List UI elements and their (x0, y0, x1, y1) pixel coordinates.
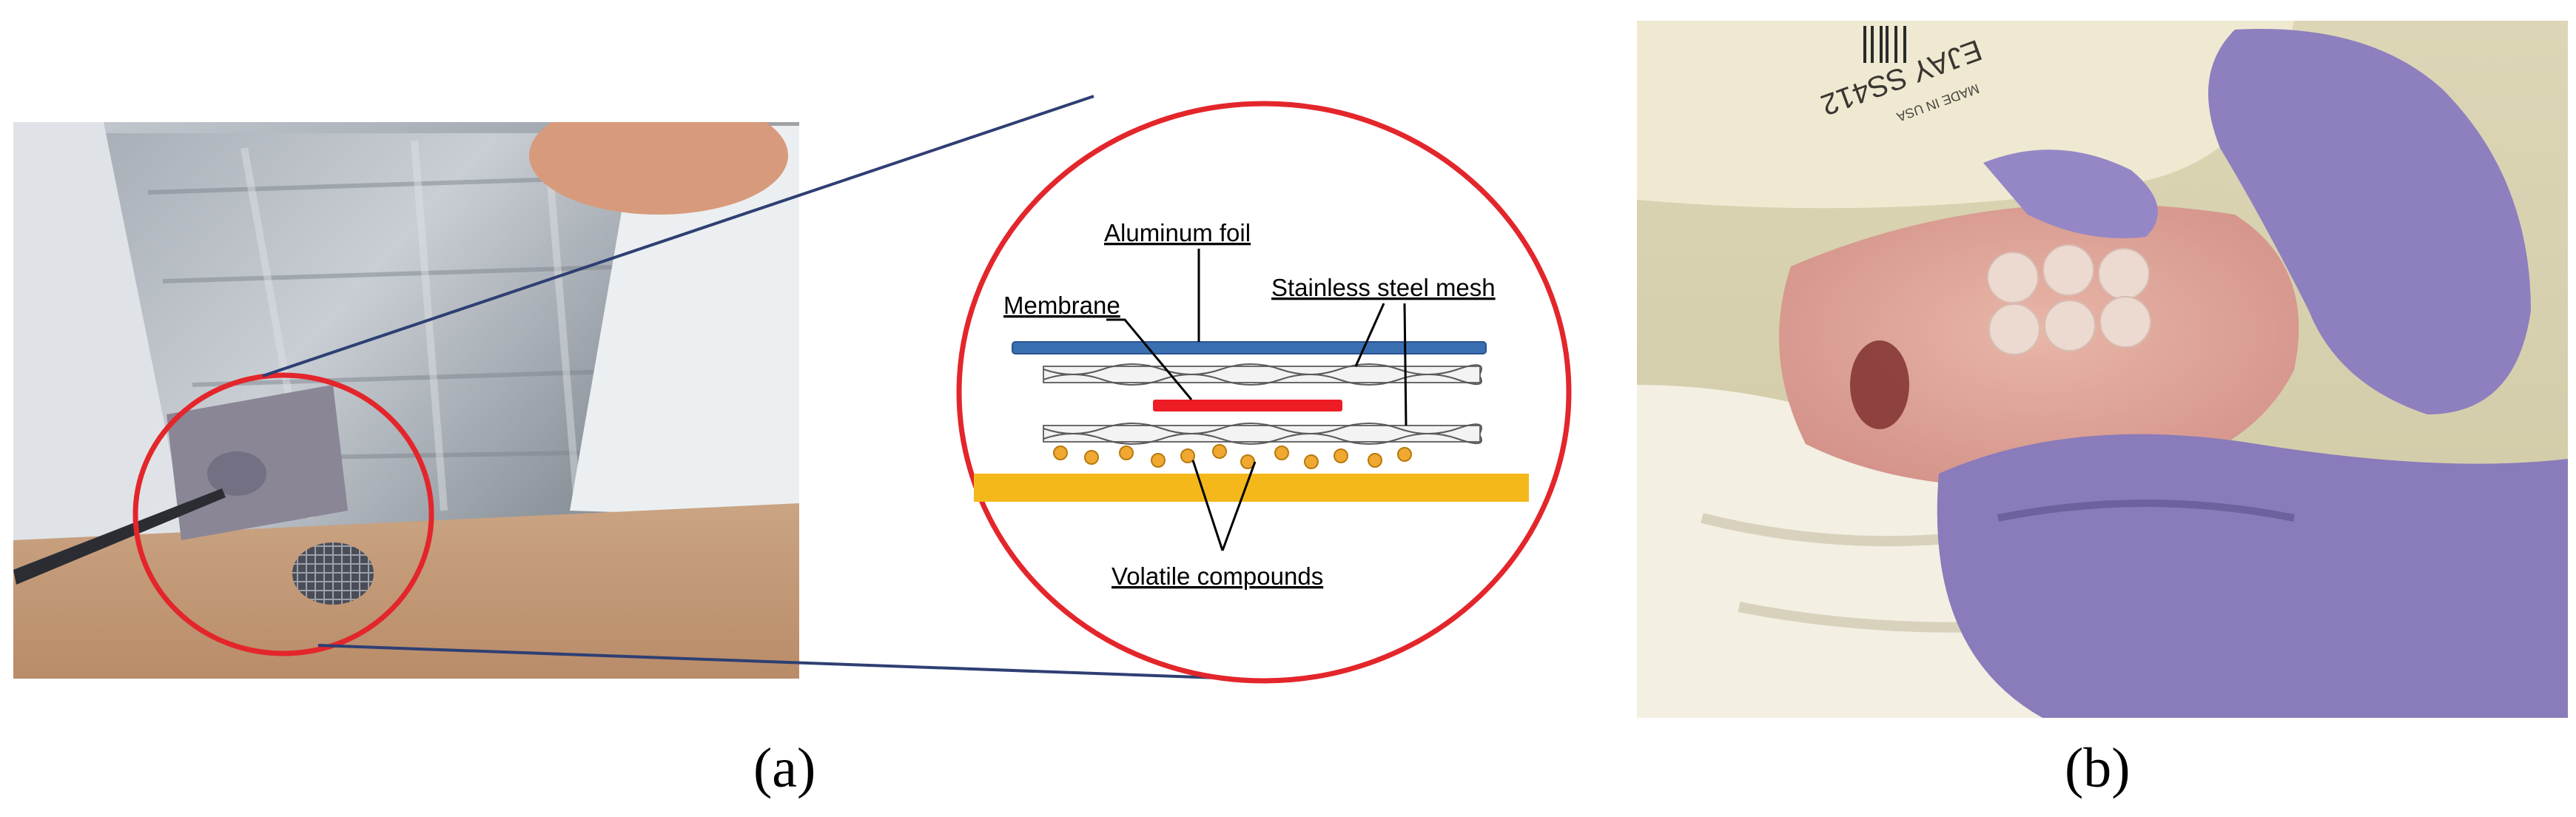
label-volatile-compounds: Volatile compounds (1112, 562, 1323, 590)
photo-b: EJAY SS412 MADE IN USA (1637, 21, 2568, 718)
highlight-circle (132, 372, 434, 656)
label-membrane: Membrane (1003, 292, 1120, 319)
volatile-source-bar (974, 474, 1529, 502)
finger (529, 122, 788, 215)
tweezers-icon (13, 488, 226, 585)
aluminum-foil-bar (1012, 341, 1487, 354)
label-aluminum-foil: Aluminum foil (1104, 219, 1251, 246)
steel-mesh-top (1043, 363, 1482, 386)
zoom-line-top (262, 95, 1094, 377)
mesh-disc-icon (292, 542, 374, 605)
leader-lines (1106, 249, 1408, 551)
zoom-line-bottom (317, 644, 1259, 681)
membrane-bar (1153, 400, 1342, 411)
tag-paper (1637, 21, 2294, 209)
volatile-dots (1053, 444, 1412, 469)
panel-label-b: (b) (2065, 737, 2131, 799)
panel-label-a: (a) (753, 737, 816, 799)
glove-lower (1937, 434, 2568, 718)
steel-mesh-bottom (1043, 423, 1482, 445)
inset-circle (956, 101, 1572, 684)
paper-right (570, 126, 799, 518)
inset-diagram (956, 101, 1572, 684)
membrane-patches (1987, 244, 2151, 355)
ear-icon (1779, 204, 2299, 488)
glove-icon (2208, 29, 2531, 414)
barcode-icon (1863, 26, 1906, 63)
label-stainless-steel-mesh: Stainless steel mesh (1271, 274, 1496, 301)
